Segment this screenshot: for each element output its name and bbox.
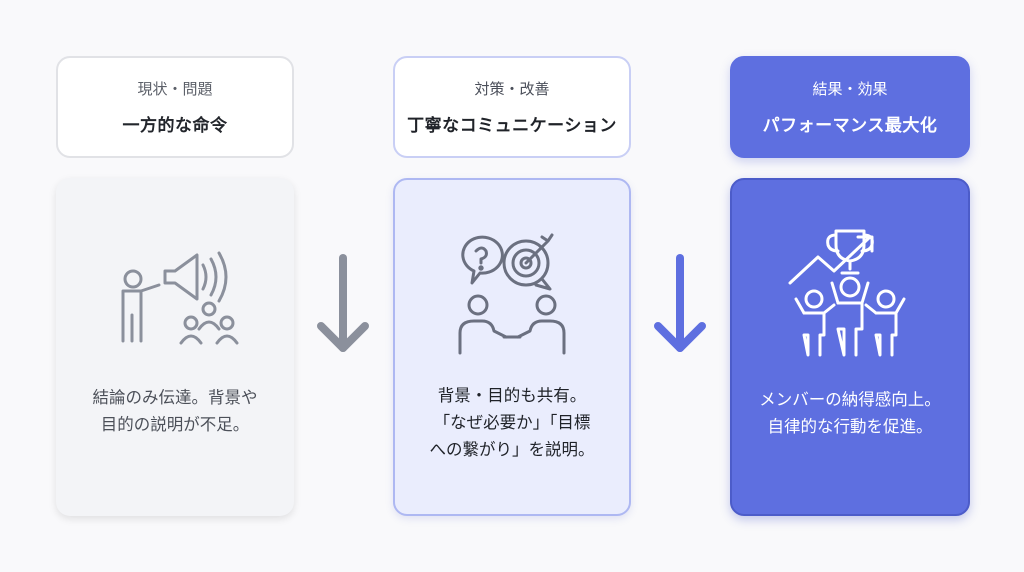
description-line: メンバーの納得感向上。 <box>759 390 941 409</box>
description-line: 「なぜ必要か」「目標 <box>433 413 591 432</box>
team-trophy-growth-icon <box>775 216 925 366</box>
card-current-problem: 結論のみ伝達。背景や 目的の説明が不足。 <box>56 178 294 516</box>
description-line: 結論のみ伝達。背景や <box>92 388 258 407</box>
description-line: 目的の説明が不足。 <box>100 415 250 434</box>
header-sub-label: 結果・効果 <box>812 80 888 98</box>
arrow-down-icon <box>650 252 710 362</box>
header-main-label: 一方的な命令 <box>122 116 228 136</box>
description-line: への繋がり」を説明。 <box>429 440 595 459</box>
header-main-label: 丁寧なコミュニケーション <box>407 116 617 136</box>
card-result-effect: メンバーの納得感向上。 自律的な行動を促進。 <box>730 178 970 516</box>
header-main-label: パフォーマンス最大化 <box>762 116 938 136</box>
card-description: メンバーの納得感向上。 自律的な行動を促進。 <box>747 386 953 440</box>
card-description: 結論のみ伝達。背景や 目的の説明が不足。 <box>81 384 270 438</box>
header-current-problem: 現状・問題 一方的な命令 <box>56 56 294 158</box>
card-description: 背景・目的も共有。 「なぜ必要か」「目標 への繋がり」を説明。 <box>418 382 607 463</box>
description-line: 自律的な行動を促進。 <box>767 417 933 436</box>
arrow-down-icon <box>313 252 373 362</box>
megaphone-speaker-icon <box>100 214 250 364</box>
dialogue-target-icon <box>437 216 587 366</box>
card-countermeasure: 背景・目的も共有。 「なぜ必要か」「目標 への繋がり」を説明。 <box>393 178 631 516</box>
description-line: 背景・目的も共有。 <box>437 386 587 405</box>
header-countermeasure: 対策・改善 丁寧なコミュニケーション <box>393 56 631 158</box>
header-sub-label: 現状・問題 <box>137 80 213 98</box>
header-result-effect: 結果・効果 パフォーマンス最大化 <box>730 56 970 158</box>
header-sub-label: 対策・改善 <box>474 80 550 98</box>
